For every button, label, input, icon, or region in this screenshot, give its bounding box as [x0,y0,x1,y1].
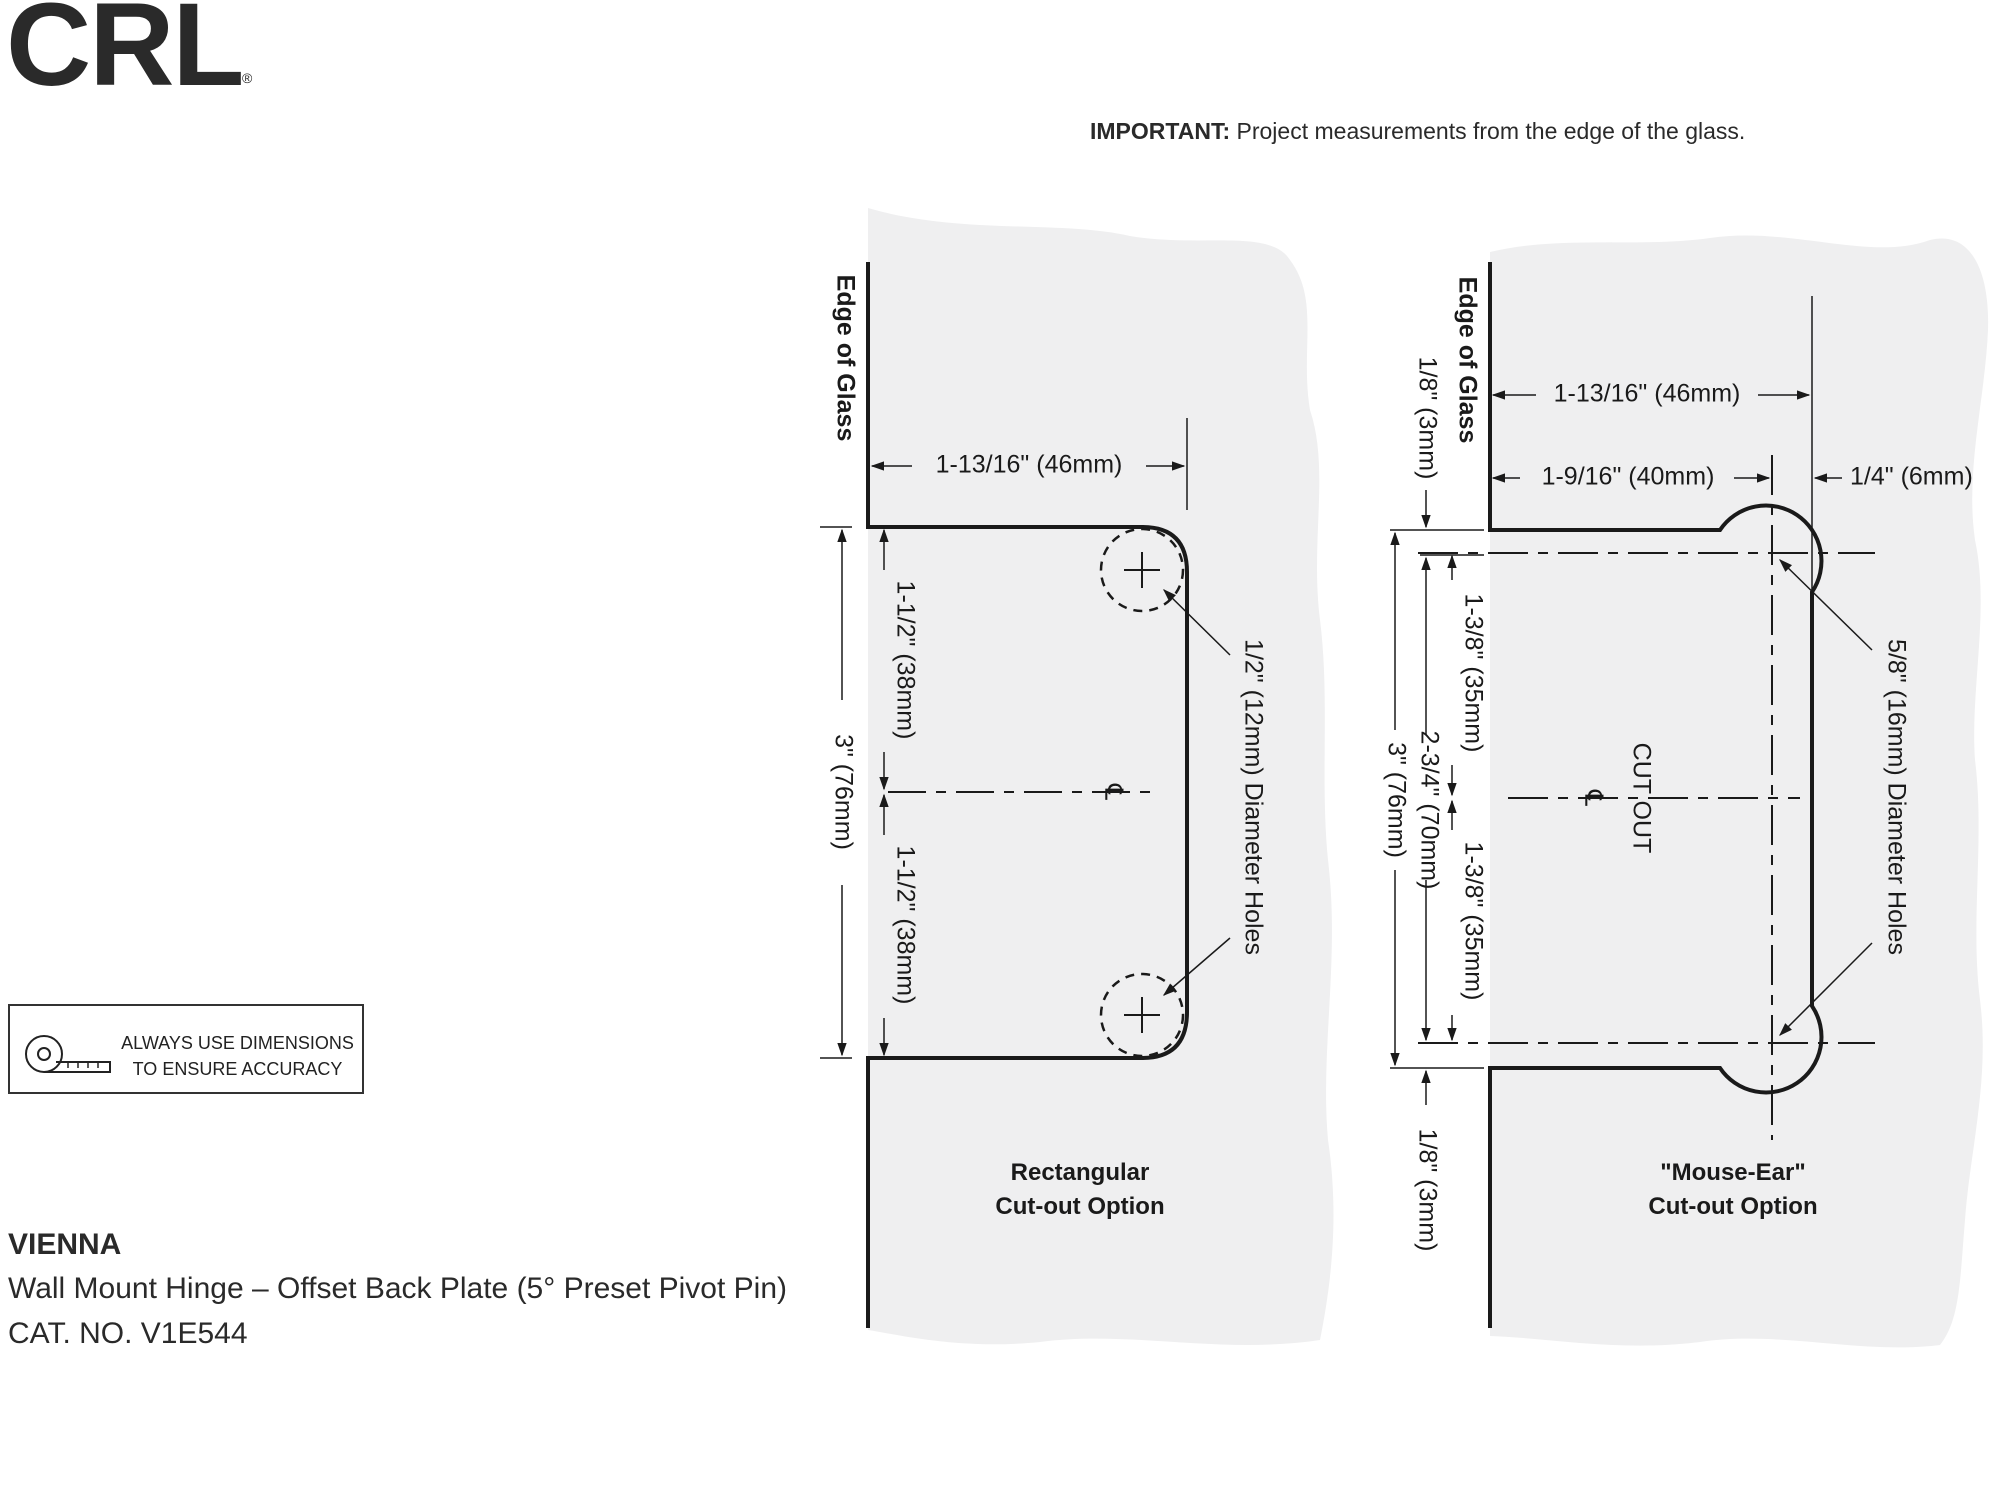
product-info: VIENNA Wall Mount Hinge – Offset Back Pl… [8,1224,787,1356]
left-hole-top [1099,527,1185,613]
right-cutout-outline [1488,262,1824,1328]
right-cutout-label: CUT OUT [1627,743,1655,854]
note-line-2: TO ENSURE ACCURACY [132,1059,343,1079]
accuracy-note-box: ALWAYS USE DIMENSIONS TO ENSURE ACCURACY [8,1004,364,1094]
left-height-dim: 3" (76mm) [829,734,857,850]
important-text: Project measurements from the edge of th… [1230,118,1746,144]
registered-mark: ® [242,70,253,86]
right-lower-half-dim: 1-3/8" (35mm) [1459,842,1487,1001]
right-top-gap-dim: 1/8" (3mm) [1413,357,1441,480]
left-hole-bottom [1099,972,1185,1058]
left-lower-half-dim: 1-1/2" (38mm) [891,846,919,1005]
right-inner-width-dim: 1-9/16" (40mm) [1542,463,1715,491]
left-hole-note: 1/2" (12mm) Diameter Holes [1239,639,1267,955]
left-cutout-outline [866,262,1189,1328]
left-centerline-mark: ℄ [1099,783,1127,800]
left-width-dim: 1-13/16" (46mm) [936,451,1123,479]
right-height-dim: 3" (76mm) [1382,742,1410,858]
accuracy-note-text: ALWAYS USE DIMENSIONS TO ENSURE ACCURACY [115,1030,360,1082]
right-edge-label: Edge of Glass [1453,277,1481,444]
rectangular-option: ℄ 1-13/16" (46mm) Edge of Glass 3" (76mm… [820,208,1334,1345]
important-note: IMPORTANT: Project measurements from the… [1090,118,1745,145]
right-ear-offset-dim: 1/4" (6mm) [1850,463,1973,491]
left-caption-line2: Cut-out Option [995,1193,1164,1220]
crl-logo: CRL [6,0,245,111]
right-overall-width-dim: 1-13/16" (46mm) [1554,380,1741,408]
catalog-number: CAT. NO. V1E544 [8,1317,248,1350]
mouse-ear-option: ℄ CUT OUT Edge of Glass 1-13/16" (46mm) … [1382,235,1989,1348]
left-glass-area [868,208,1334,1345]
right-caption-line2: Cut-out Option [1648,1193,1817,1220]
right-hole-span-dim: 2-3/4" (70mm) [1415,731,1443,890]
right-centerline-mark: ℄ [1579,789,1607,806]
right-bottom-gap-dim: 1/8" (3mm) [1413,1129,1441,1252]
product-name: VIENNA [8,1228,122,1261]
product-description: Wall Mount Hinge – Offset Back Plate (5°… [8,1272,787,1305]
tape-measure-icon [25,1035,111,1073]
important-label: IMPORTANT: [1090,118,1231,144]
left-upper-half-dim: 1-1/2" (38mm) [891,581,919,740]
left-edge-label: Edge of Glass [831,275,859,442]
note-line-1: ALWAYS USE DIMENSIONS [121,1033,354,1053]
left-caption-line1: Rectangular [1011,1159,1150,1186]
right-hole-note: 5/8" (16mm) Diameter Holes [1882,639,1910,955]
right-upper-half-dim: 1-3/8" (35mm) [1459,594,1487,753]
right-caption-line1: "Mouse-Ear" [1660,1159,1805,1186]
